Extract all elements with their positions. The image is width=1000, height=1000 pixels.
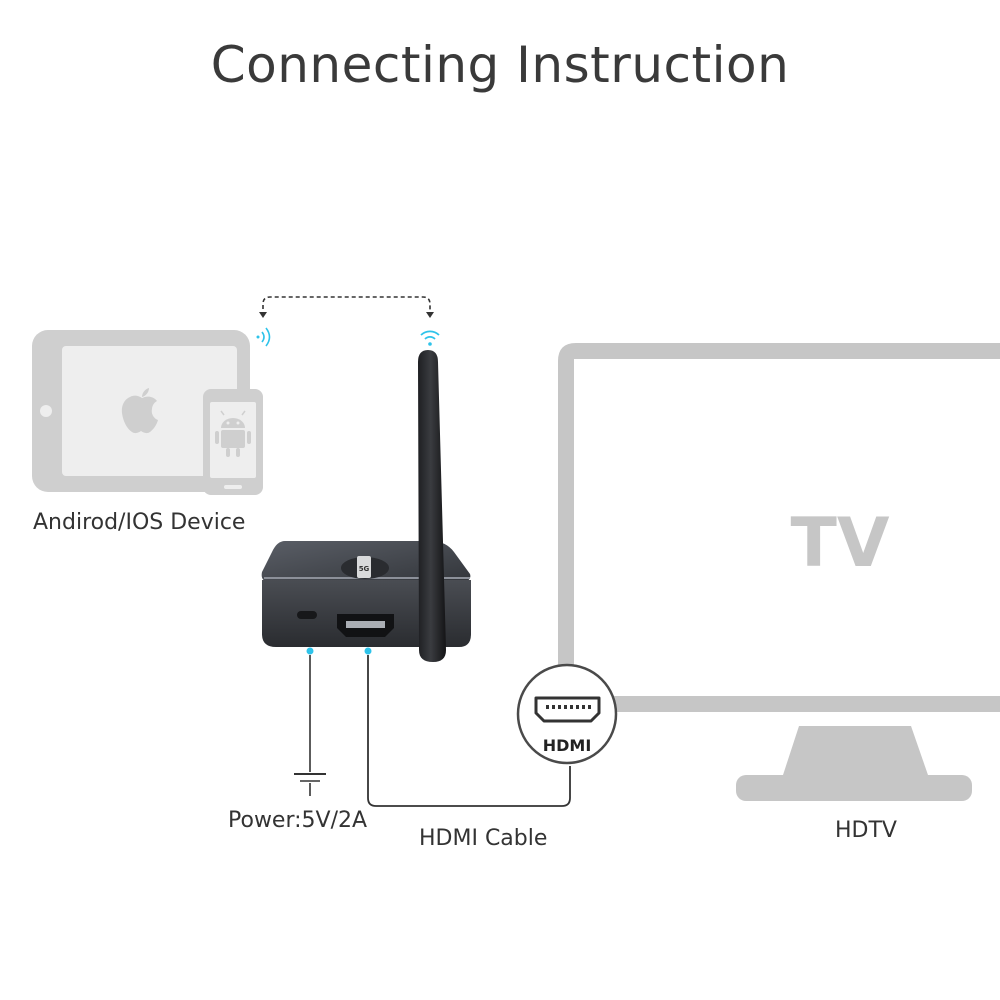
hdmi-badge: HDMI bbox=[516, 663, 618, 765]
wifi-icon bbox=[420, 330, 440, 346]
signal-waves-icon bbox=[256, 327, 271, 347]
micro-usb-port bbox=[297, 611, 317, 619]
hdmi-cable bbox=[367, 655, 571, 807]
hdmi-badge-label: HDMI bbox=[543, 736, 592, 755]
phone-device bbox=[203, 389, 263, 495]
tv-device bbox=[558, 343, 1000, 801]
receiver-box: 5G bbox=[261, 541, 471, 655]
hdmi-indicator bbox=[364, 647, 372, 655]
hdmi-port-icon bbox=[337, 614, 394, 637]
tablet-device bbox=[32, 330, 250, 492]
page-title: Connecting Instruction bbox=[210, 36, 790, 94]
chip-label: 5G bbox=[359, 565, 370, 573]
tv-screen-label: TV bbox=[790, 504, 889, 583]
power-wire bbox=[294, 655, 326, 796]
wireless-link bbox=[256, 296, 440, 347]
device-label: Andirod/IOS Device bbox=[33, 510, 246, 535]
power-indicator bbox=[306, 647, 314, 655]
power-label: Power:5V/2A bbox=[228, 808, 368, 833]
apple-logo-icon bbox=[121, 388, 158, 434]
hdtv-label: HDTV bbox=[835, 818, 897, 843]
antenna bbox=[418, 350, 446, 662]
android-logo-icon bbox=[215, 410, 251, 457]
hdmi-cable-label: HDMI Cable bbox=[419, 826, 548, 851]
